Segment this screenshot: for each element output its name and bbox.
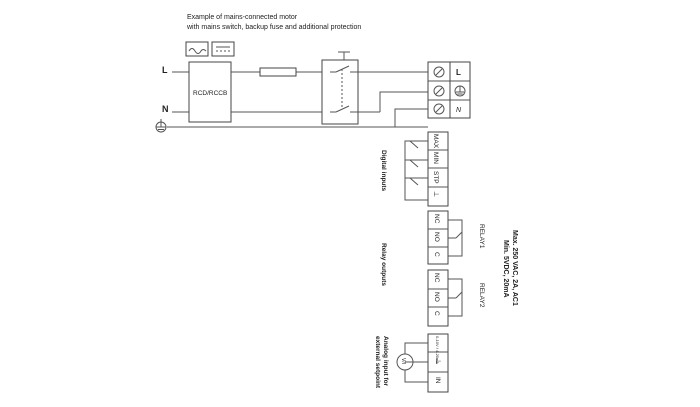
- mains-line-label: L: [162, 65, 168, 75]
- motor-terminal-neutral-label: N: [456, 107, 462, 114]
- relay1-nc: NC: [433, 214, 440, 224]
- mains-switch: [321, 51, 359, 125]
- relay2-nc: NC: [433, 273, 440, 283]
- rcd-dc-symbol: [211, 41, 235, 57]
- caption-line-2: with mains switch, backup fuse and addit…: [186, 24, 361, 31]
- rcd-rccb-box: RCD/RCCB: [188, 61, 232, 123]
- rcd-ac-symbol: [185, 41, 209, 57]
- digital-input-stp: STP: [432, 171, 439, 184]
- caption-line-1: Example of mains-connected motor: [187, 14, 298, 21]
- analog-input-block: [427, 333, 449, 393]
- relay2-no: NO: [433, 292, 440, 302]
- mains-neutral-label: N: [162, 104, 169, 114]
- analog-input-in: IN: [434, 377, 441, 384]
- motor-terminal-line-label: L: [456, 68, 461, 77]
- relay2-c: C: [433, 311, 440, 316]
- relay1-block: [427, 210, 463, 265]
- analog-input-label-line-2: external setpoint: [374, 336, 381, 389]
- digital-inputs-label: Digital inputs: [380, 150, 387, 192]
- relay-rating-line-2: Min. 5VDC, 20mA: [502, 240, 509, 298]
- motor-terminal-block: [427, 61, 471, 119]
- analog-input-label-line-1: Analog input for: [382, 336, 389, 387]
- analog-input-range: 0-10V / 4-20mA: [435, 336, 440, 364]
- analog-sensor-label: V/I: [400, 358, 406, 364]
- analog-input-ground: ⊥: [434, 358, 441, 364]
- digital-inputs-block: [427, 131, 449, 207]
- digital-input-min: MIN: [432, 152, 439, 164]
- motor-terminal-earth-icon: [454, 85, 466, 97]
- digital-input-max: MAX: [432, 134, 439, 149]
- digital-input-switches: [404, 140, 428, 201]
- analog-sensor-device: [396, 342, 428, 383]
- relay2-block: [427, 269, 463, 327]
- relay1-label: RELAY1: [478, 224, 485, 249]
- rcd-rccb-label: RCD/RCCB: [193, 90, 227, 97]
- wire-neutral-drop: [394, 108, 428, 127]
- relay2-label: RELAY2: [478, 283, 485, 308]
- relay1-c: C: [433, 252, 440, 257]
- relay-outputs-label: Relay outputs: [380, 243, 387, 286]
- backup-fuse: [259, 67, 297, 77]
- digital-input-ground: ⊥: [432, 191, 439, 197]
- relay-rating-line-1: Max. 250 VAC, 2A, AC1: [511, 230, 518, 306]
- wire-neutral-to-terminal: [379, 91, 428, 112]
- mains-earth-icon: [155, 119, 167, 133]
- relay1-no: NO: [433, 232, 440, 242]
